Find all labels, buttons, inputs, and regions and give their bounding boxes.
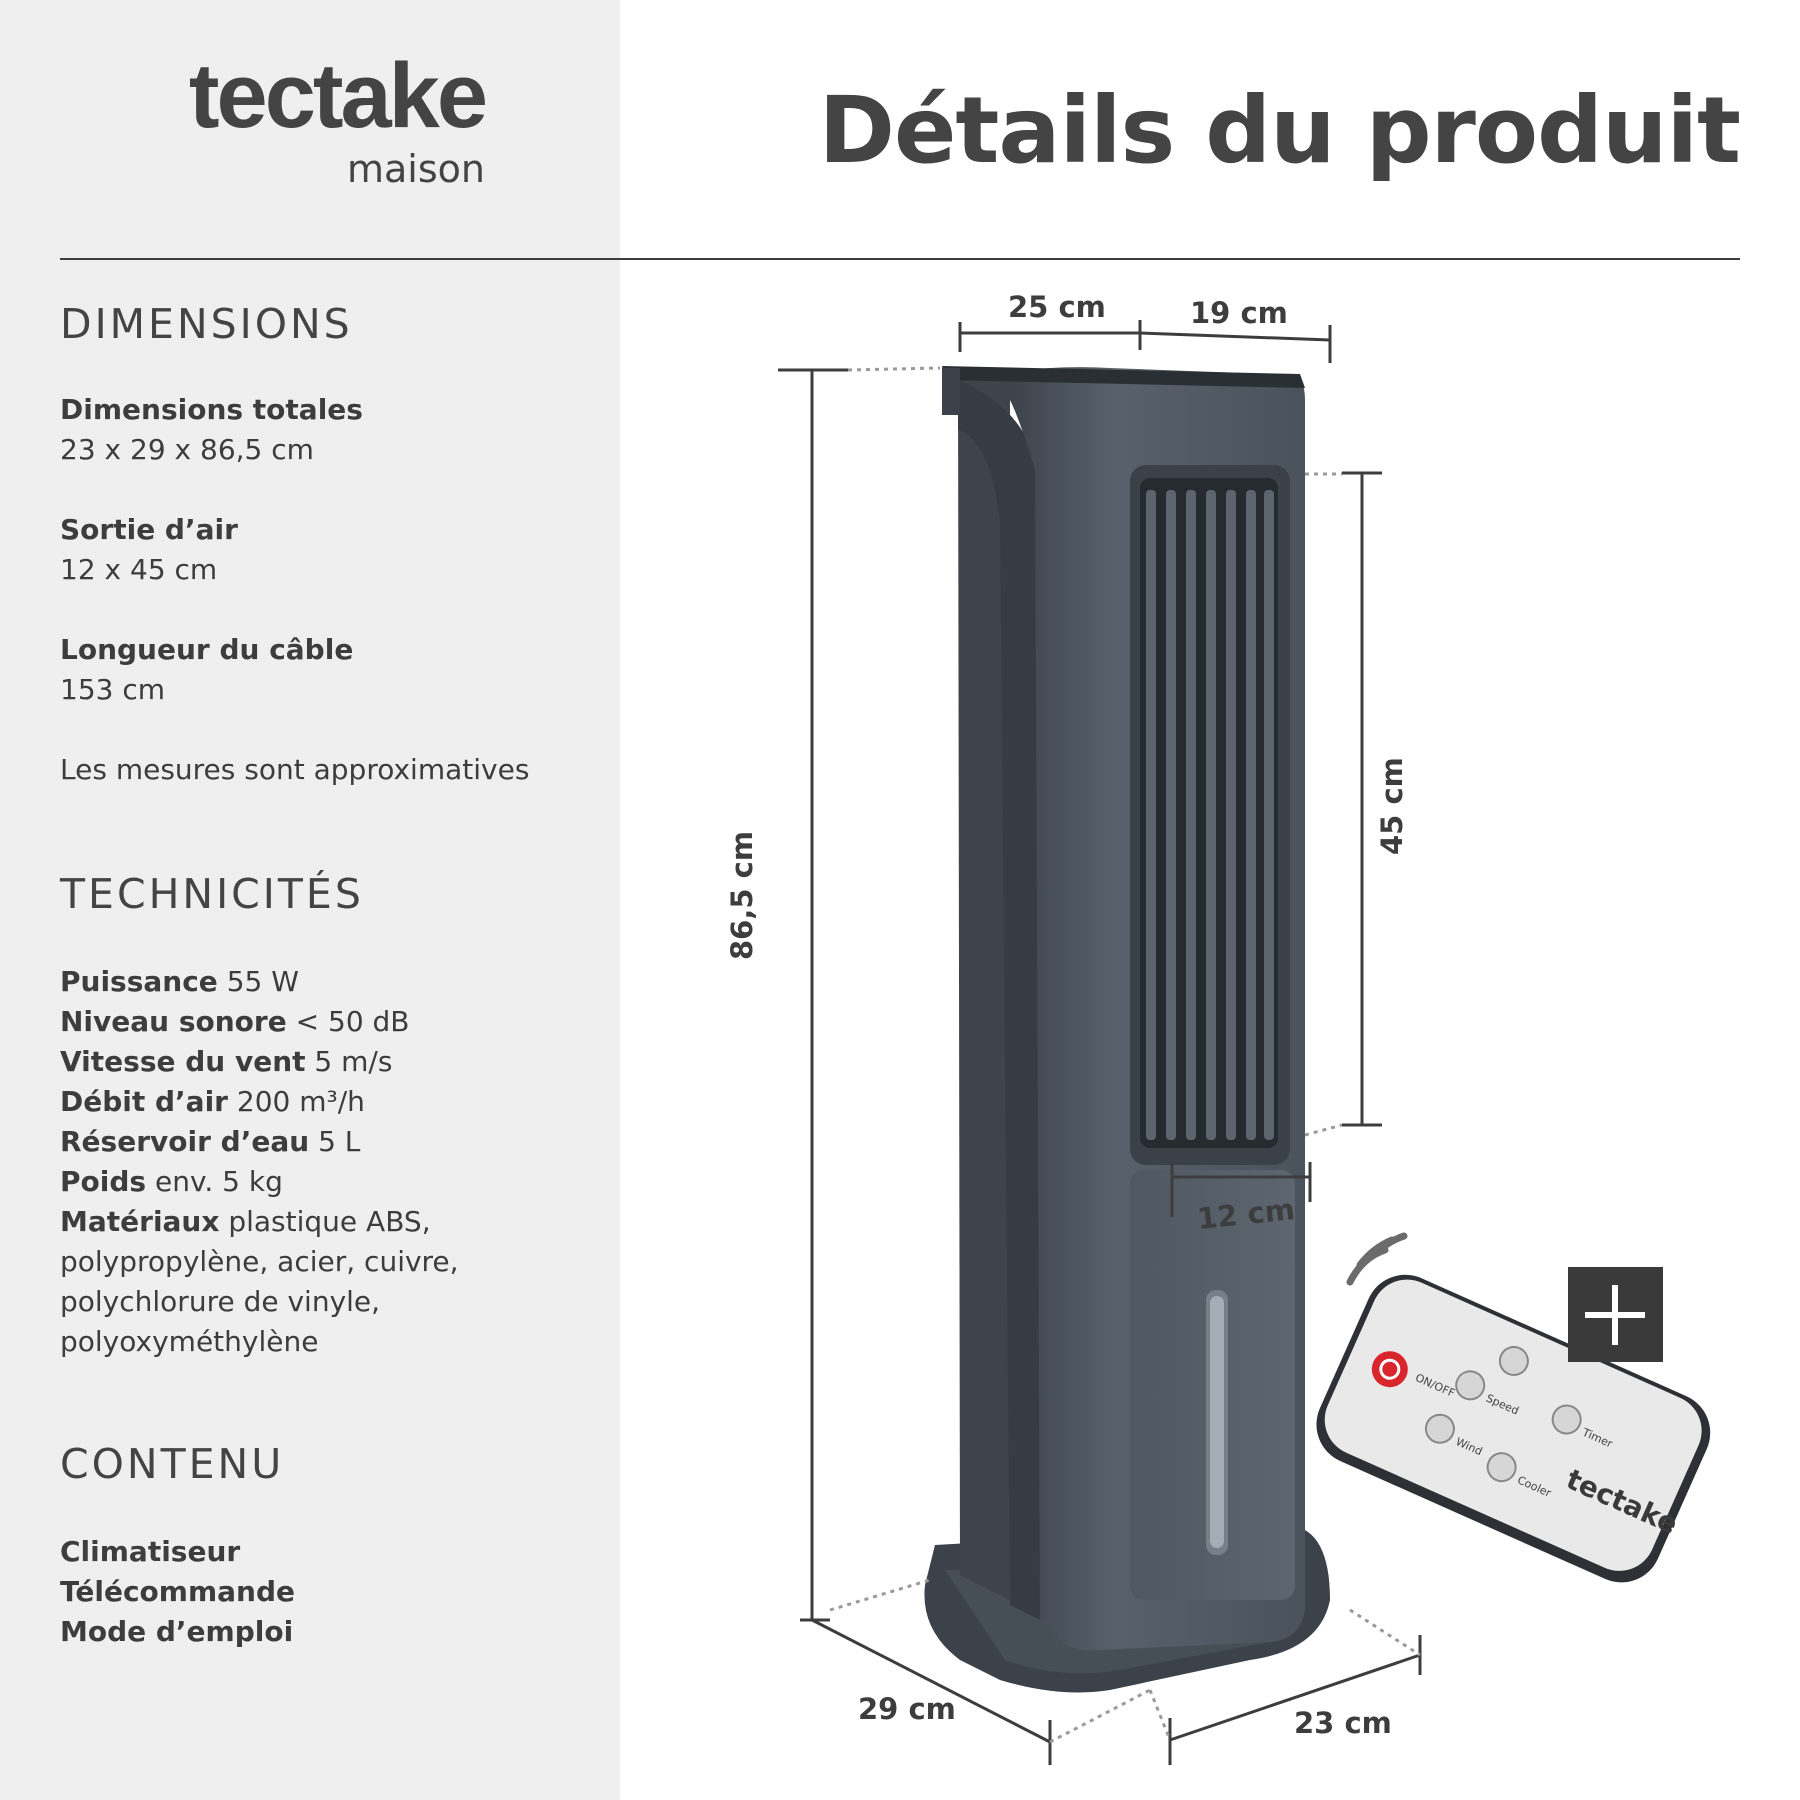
signal-icon bbox=[1346, 1232, 1408, 1286]
list-item: Mode d’emploi bbox=[60, 1615, 294, 1648]
spec-label: Dimensions totales bbox=[60, 393, 363, 426]
swing-button-icon bbox=[1498, 1345, 1529, 1376]
spec-label: Niveau sonore bbox=[60, 1005, 287, 1038]
spec-air-outlet: Sortie d’air 12 x 45 cm bbox=[60, 510, 238, 590]
timer-button-icon bbox=[1551, 1404, 1582, 1435]
cooler-button-icon bbox=[1486, 1452, 1517, 1483]
spec-value: 5 L bbox=[318, 1125, 361, 1158]
brand-name: tectake bbox=[188, 45, 488, 147]
contents-heading: CONTENU bbox=[60, 1440, 285, 1488]
spec-value: 23 x 29 x 86,5 cm bbox=[60, 433, 314, 466]
technical-list: Puissance 55 W Niveau sonore < 50 dB Vit… bbox=[60, 962, 459, 1362]
contents-list: Climatiseur Télécommande Mode d’emploi bbox=[60, 1532, 295, 1652]
spec-total-dimensions: Dimensions totales 23 x 29 x 86,5 cm bbox=[60, 390, 363, 470]
spec-label: Poids bbox=[60, 1165, 147, 1198]
spec-value: 153 cm bbox=[60, 673, 166, 706]
spec-row-weight: Poids env. 5 kg bbox=[60, 1162, 459, 1202]
measure-height: 86,5 cm bbox=[725, 830, 759, 960]
spec-label: Longueur du câble bbox=[60, 633, 354, 666]
spec-cable-length: Longueur du câble 153 cm bbox=[60, 630, 353, 710]
wind-button-icon bbox=[1424, 1413, 1455, 1444]
speed-button-icon bbox=[1455, 1370, 1486, 1401]
spec-value: 12 x 45 cm bbox=[60, 553, 218, 586]
spec-row-materials: Matériaux plastique ABS, bbox=[60, 1202, 459, 1242]
divider bbox=[60, 258, 1740, 260]
left-panel bbox=[0, 0, 620, 1800]
spec-row-power: Puissance 55 W bbox=[60, 962, 459, 1002]
measure-top-depth: 19 cm bbox=[1190, 296, 1288, 330]
spec-value: < 50 dB bbox=[295, 1005, 410, 1038]
spec-value: plastique ABS, bbox=[228, 1205, 431, 1238]
spec-row-water-tank: Réservoir d’eau 5 L bbox=[60, 1122, 459, 1162]
technical-heading: TECHNICITÉS bbox=[60, 870, 364, 918]
air-cooler bbox=[924, 366, 1330, 1693]
spec-materials-line: polyoxyméthylène bbox=[60, 1325, 319, 1358]
measure-outlet-height: 45 cm bbox=[1375, 757, 1409, 855]
page-title: Détails du produit bbox=[818, 77, 1741, 184]
spec-label: Puissance bbox=[60, 965, 218, 998]
louvers bbox=[1146, 490, 1274, 1140]
spec-row-airflow: Débit d’air 200 m³/h bbox=[60, 1082, 459, 1122]
list-item: Télécommande bbox=[60, 1575, 296, 1608]
dimensions-heading: DIMENSIONS bbox=[60, 300, 353, 348]
spec-label: Vitesse du vent bbox=[60, 1045, 306, 1078]
spec-row-noise: Niveau sonore < 50 dB bbox=[60, 1002, 459, 1042]
measure-base-width: 23 cm bbox=[1294, 1706, 1392, 1740]
measure-top-width: 25 cm bbox=[1008, 290, 1106, 324]
guide-dots bbox=[829, 366, 1421, 1744]
remote-control: ON/OFF Speed Wind Timer Cooler tectake bbox=[1316, 1274, 1711, 1583]
power-button-icon bbox=[1371, 1351, 1408, 1388]
spec-label: Réservoir d’eau bbox=[60, 1125, 310, 1158]
spec-label: Sortie d’air bbox=[60, 513, 238, 546]
spec-value: env. 5 kg bbox=[154, 1165, 283, 1198]
measurement-lines bbox=[778, 320, 1422, 1765]
zoom-plus-icon[interactable] bbox=[1568, 1267, 1663, 1362]
measure-base-depth: 29 cm bbox=[858, 1692, 956, 1726]
measurement-note: Les mesures sont approximatives bbox=[60, 753, 530, 786]
spec-row-wind-speed: Vitesse du vent 5 m/s bbox=[60, 1042, 459, 1082]
spec-materials-line: polychlorure de vinyle, bbox=[60, 1285, 381, 1318]
brand-logo: tectake maison bbox=[0, 45, 488, 191]
brand-sub: maison bbox=[347, 147, 485, 191]
spec-value: 5 m/s bbox=[314, 1045, 393, 1078]
spec-label: Matériaux bbox=[60, 1205, 220, 1238]
spec-materials-line: polypropylène, acier, cuivre, bbox=[60, 1245, 459, 1278]
spec-label: Débit d’air bbox=[60, 1085, 228, 1118]
spec-value: 200 m³/h bbox=[236, 1085, 365, 1118]
spec-value: 55 W bbox=[226, 965, 299, 998]
list-item: Climatiseur bbox=[60, 1535, 241, 1568]
